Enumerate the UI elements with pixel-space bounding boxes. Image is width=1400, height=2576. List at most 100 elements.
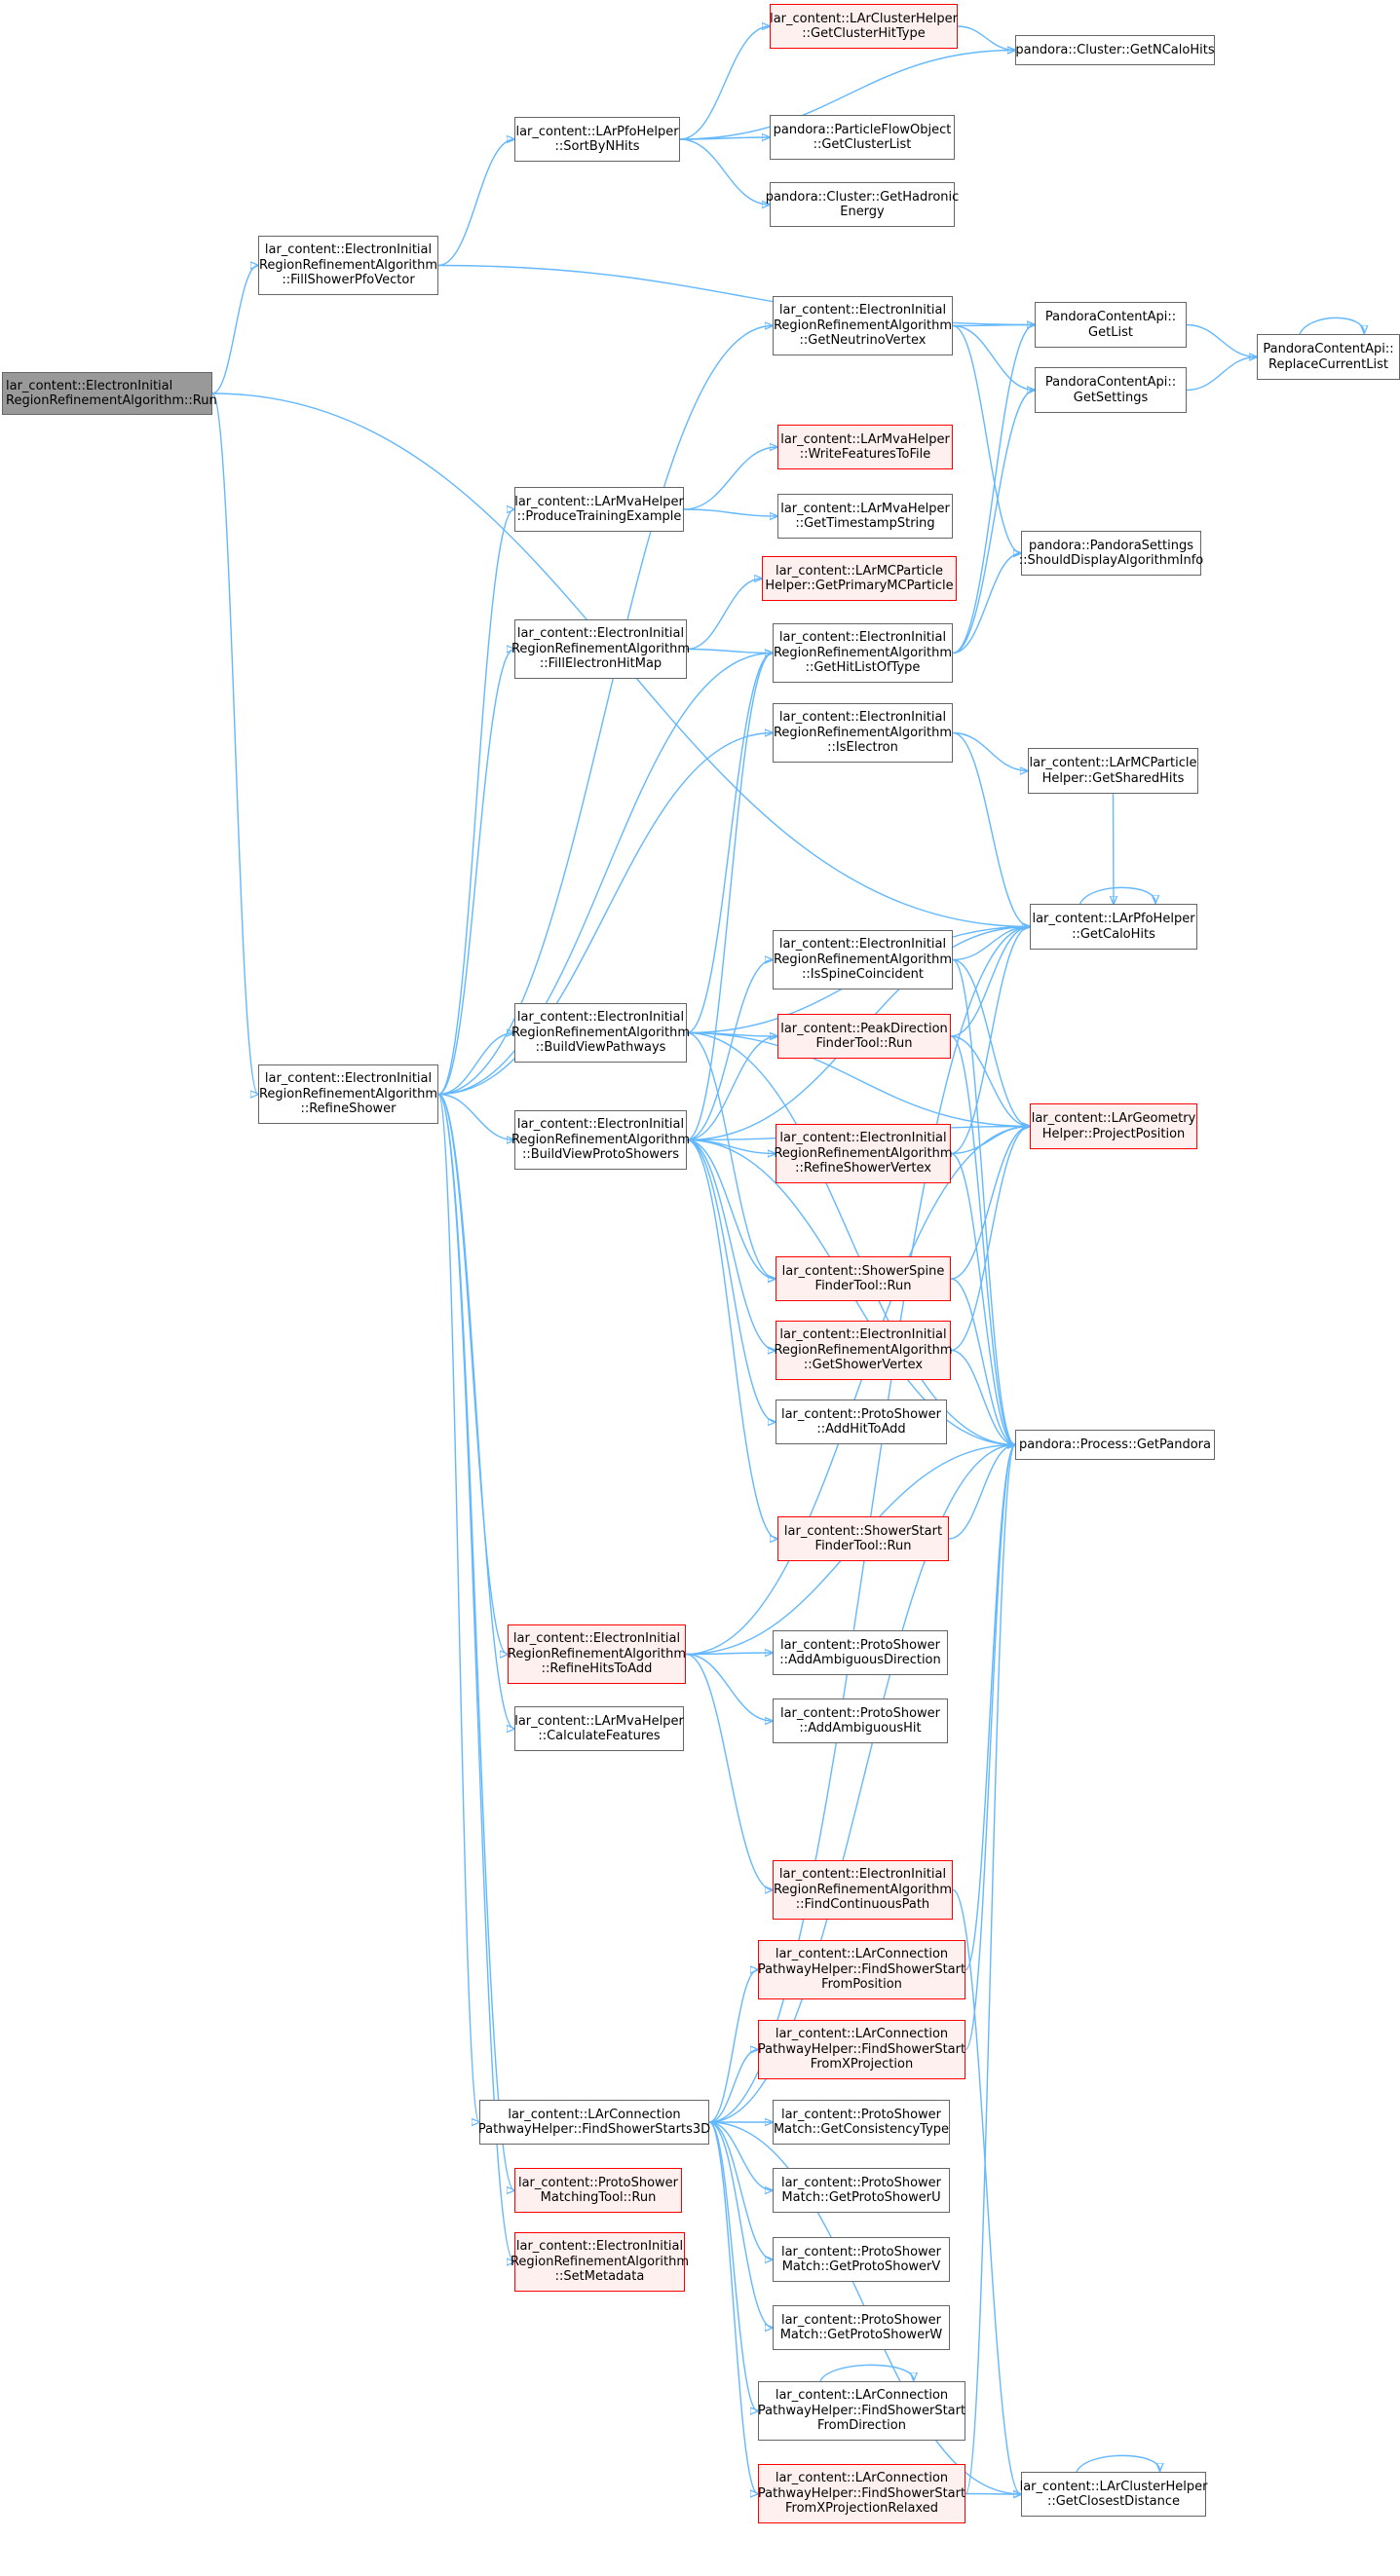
graph-node-shouldDisplay[interactable]: pandora::PandoraSettings::ShouldDisplayA…	[1019, 531, 1203, 576]
graph-node-getList[interactable]: PandoraContentApi::GetList	[1035, 302, 1187, 348]
edge-getClusterHitType-to-getNCaloHits	[957, 25, 1015, 51]
edge-refineShower-to-findShowerStarts3D	[437, 1093, 479, 2123]
graph-node-produceTraining[interactable]: lar_content::LArMvaHelper::ProduceTraini…	[514, 487, 684, 532]
graph-node-label-line: RegionRefinementAlgorithm	[773, 317, 953, 333]
graph-node-addAmbigDirection[interactable]: lar_content::ProtoShower::AddAmbiguousDi…	[773, 1630, 948, 1675]
graph-node-addAmbigHit[interactable]: lar_content::ProtoShower::AddAmbiguousHi…	[773, 1699, 948, 1743]
edge-findShowerStarts3D-to-getPandora	[708, 1445, 1015, 2123]
graph-node-replaceCurrentList[interactable]: PandoraContentApi::ReplaceCurrentList	[1257, 334, 1400, 380]
edge-produceTraining-to-getTimestamp	[683, 508, 777, 516]
edge-fsFromPosition-to-getPandora	[965, 1445, 1015, 1971]
graph-node-label-line: ::BuildViewPathways	[535, 1040, 666, 1056]
graph-node-label-line: ::GetNeutrinoVertex	[799, 333, 927, 349]
edge-sortByNHits-to-getNCaloHits	[679, 51, 1015, 140]
graph-node-label-line: ::CalculateFeatures	[538, 1729, 661, 1743]
graph-node-label-line: Match::GetConsistencyType	[773, 2122, 950, 2137]
edge-run-to-refineShower	[211, 392, 258, 1095]
graph-node-label-line: ::RefineHitsToAdd	[541, 1661, 653, 1677]
edge-fillElectronHitMap-to-getPrimaryMC	[686, 579, 762, 651]
graph-node-label-line: RegionRefinementAlgorithm	[511, 1025, 691, 1040]
graph-node-label-line: RegionRefinementAlgorithm	[507, 1646, 687, 1661]
graph-node-getClusterList[interactable]: pandora::ParticleFlowObject::GetClusterL…	[770, 115, 955, 160]
graph-node-addHitToAdd[interactable]: lar_content::ProtoShower::AddHitToAdd	[776, 1400, 947, 1444]
edge-buildViewProto-to-getHitListOfType	[686, 653, 773, 1141]
edge-buildViewProto-to-getShowerVertex	[686, 1139, 776, 1351]
graph-node-getSettings[interactable]: PandoraContentApi::GetSettings	[1035, 367, 1187, 413]
graph-node-label-line: ::GetClusterList	[813, 137, 912, 152]
edge-peakDirection-to-getCaloHits	[950, 927, 1030, 1037]
graph-node-label-line: lar_content::ProtoShower	[780, 2107, 942, 2122]
graph-node-label-line: ::FindContinuousPath	[795, 1897, 930, 1913]
graph-node-label-line: RegionRefinementAlgorithm	[774, 1145, 953, 1161]
edge-refineShower-to-getNeutrinoVertex	[437, 326, 773, 1096]
edge-fillElectronHitMap-to-getHitListOfType	[686, 648, 773, 653]
graph-node-label-line: Match::GetProtoShowerV	[781, 2259, 941, 2274]
graph-node-label-line: ::GetShowerVertex	[803, 1358, 924, 1373]
edge-refineHitsToAdd-to-projectPosition	[685, 1127, 1030, 1656]
graph-node-label-line: ::GetHitListOfType	[805, 660, 921, 676]
graph-node-sortByNHits[interactable]: lar_content::LArPfoHelper::SortByNHits	[514, 117, 680, 162]
graph-node-getClusterHitType[interactable]: lar_content::LArClusterHelper::GetCluste…	[770, 4, 958, 49]
graph-node-getNCaloHits[interactable]: pandora::Cluster::GetNCaloHits	[1015, 35, 1215, 65]
graph-node-label-line: Helper::GetSharedHits	[1041, 770, 1185, 786]
edge-isElectron-to-getSharedHits	[952, 731, 1028, 771]
graph-node-label-line: ::BuildViewProtoShowers	[521, 1147, 680, 1163]
edge-showerStartFinder-to-getPandora	[948, 1445, 1015, 1540]
edge-refineShowerVertex-to-getPandora	[950, 1152, 1015, 1445]
graph-node-calcFeatures[interactable]: lar_content::LArMvaHelper::CalculateFeat…	[514, 1706, 684, 1751]
graph-node-label-line: ::ProduceTrainingExample	[516, 509, 682, 524]
graph-node-getTimestamp[interactable]: lar_content::LArMvaHelper::GetTimestampS…	[777, 494, 953, 539]
edge-getNeutrinoVertex-to-getSettings	[952, 324, 1035, 391]
edge-findContinuousPath-to-getClosestDistance	[952, 1888, 1021, 2495]
edge-findShowerStarts3D-to-getProtoShowerW	[708, 2121, 773, 2328]
graph-node-label-line: ::GetTimestampString	[795, 516, 935, 531]
edge-findShowerStarts3D-to-fsFromDirection	[708, 2121, 758, 2411]
graph-node-label-line: Match::GetProtoShowerW	[779, 2328, 943, 2342]
graph-node-getCaloHits[interactable]: lar_content::LArPfoHelper::GetCaloHits	[1030, 904, 1197, 950]
graph-node-label-line: FinderTool::Run	[814, 1279, 912, 1293]
graph-node-writeFeatures[interactable]: lar_content::LArMvaHelper::WriteFeatures…	[777, 425, 953, 469]
edge-buildViewPathways-to-projectPosition	[686, 1031, 1030, 1127]
graph-node-label-line: RegionRefinementAlgorithm	[774, 1342, 953, 1358]
graph-node-label-line: RegionRefinementAlgorithm::Run	[6, 393, 217, 408]
graph-node-getPandora[interactable]: pandora::Process::GetPandora	[1015, 1430, 1215, 1460]
graph-node-label-line: PandoraContentApi::	[1044, 375, 1177, 390]
graph-node-label-line: lar_content::LArGeometry	[1031, 1111, 1196, 1126]
graph-node-getClosestDistance[interactable]: lar_content::LArClusterHelper::GetCloses…	[1020, 2472, 1207, 2517]
edge-replaceCurrentList-to-replaceCurrentList	[1299, 317, 1364, 335]
graph-node-label-line: lar_content::ElectronInitial	[779, 1131, 947, 1146]
